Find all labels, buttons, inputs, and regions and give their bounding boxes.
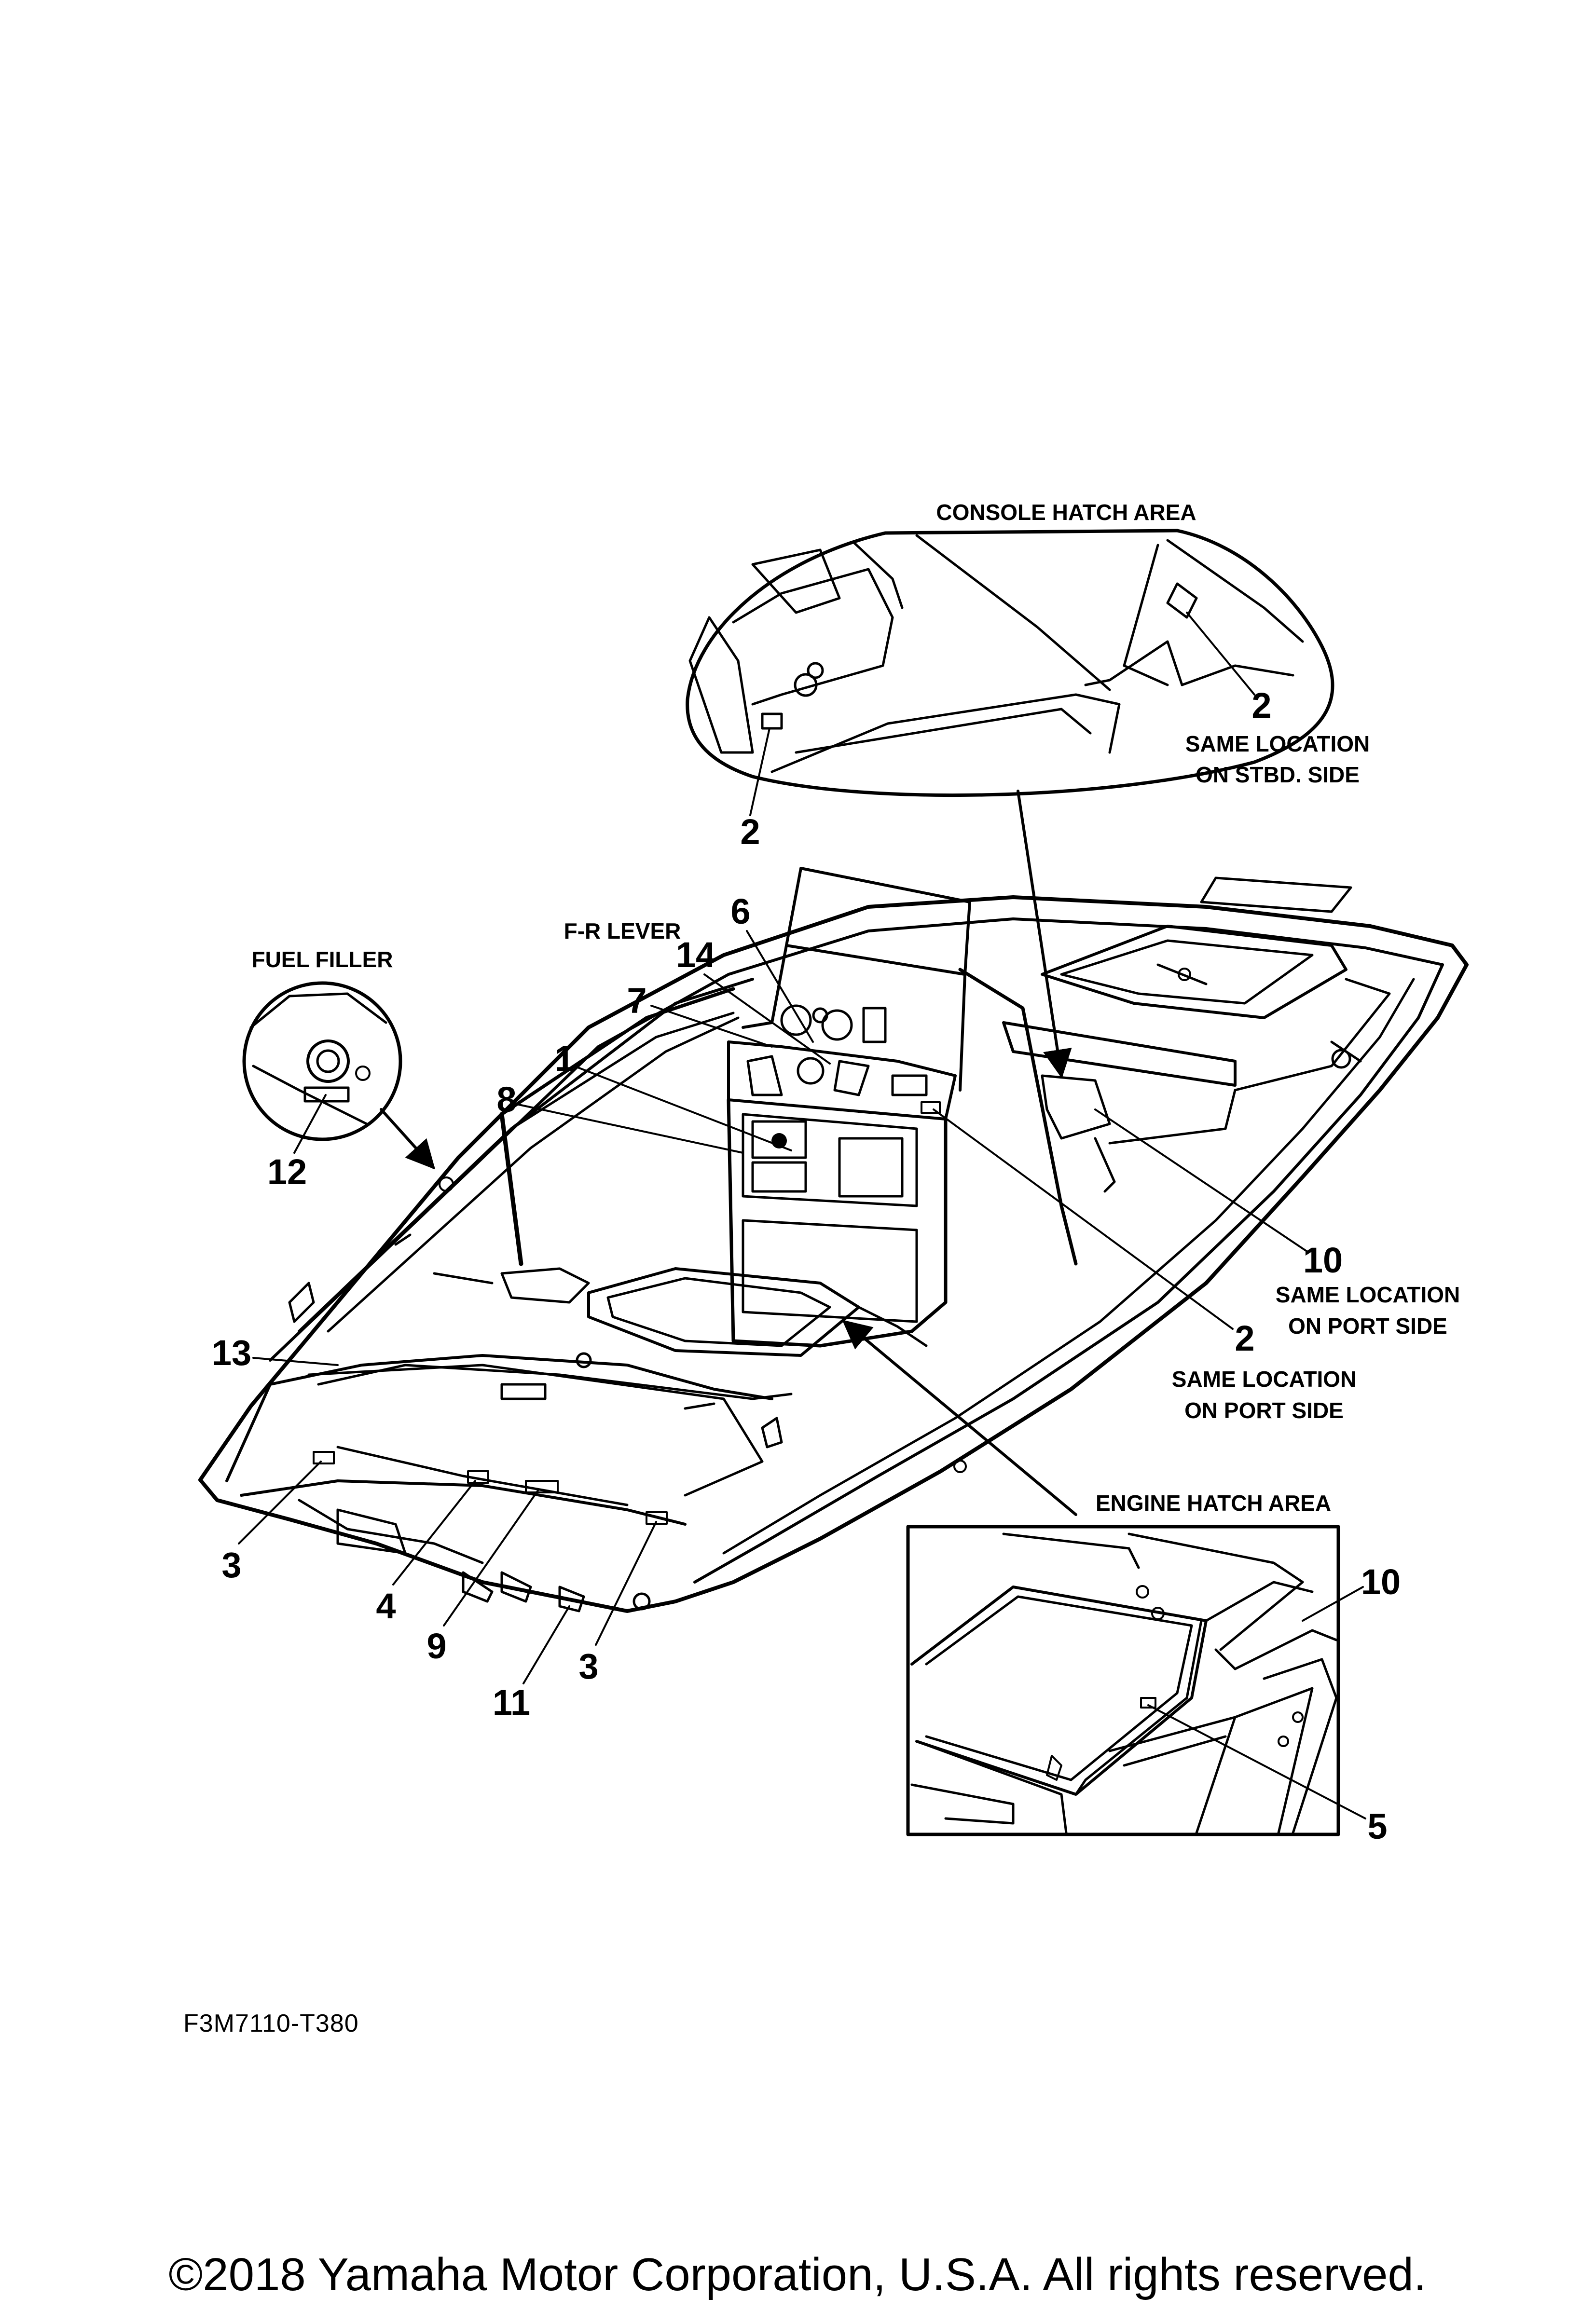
callout-2-console-right: 2 [1251, 685, 1271, 725]
copyright-notice: ©2018 Yamaha Motor Corporation, U.S.A. A… [168, 2249, 1426, 2300]
drawing-code: F3M7110-T380 [183, 2010, 359, 2037]
callout-14: 14 [676, 935, 715, 975]
callout-3-left: 3 [221, 1545, 241, 1585]
same-location-port-b1: SAME LOCATION [1172, 1367, 1356, 1392]
callout-12: 12 [267, 1152, 307, 1192]
callout-2-console-left: 2 [740, 812, 760, 852]
callout-11: 11 [493, 1682, 530, 1722]
same-location-stbd-2: ON STBD. SIDE [1196, 762, 1360, 787]
boat-illustration [198, 867, 1469, 1613]
console-hatch-detail [688, 534, 1304, 773]
callout-7: 7 [627, 981, 646, 1021]
same-location-stbd-1: SAME LOCATION [1185, 731, 1370, 756]
callout-5: 5 [1367, 1806, 1387, 1846]
engine-hatch-detail [910, 1532, 1338, 1834]
callout-10-main: 10 [1303, 1240, 1343, 1280]
callout-8: 8 [496, 1080, 516, 1120]
same-location-port-a2: ON PORT SIDE [1288, 1313, 1447, 1339]
fuel-filler-inset: FUEL FILLER 12 [242, 947, 402, 1192]
engine-hatch-leader-line [842, 1320, 1077, 1516]
engine-hatch-inset: ENGINE HATCH AREA 10 5 [906, 1490, 1401, 1846]
callout-1: 1 [554, 1039, 574, 1079]
callout-4: 4 [376, 1586, 396, 1626]
console-leader-line [1017, 790, 1072, 1079]
callout-10-engine: 10 [1361, 1562, 1401, 1602]
fuel-filler-title: FUEL FILLER [251, 947, 393, 972]
same-location-port-a1: SAME LOCATION [1276, 1282, 1460, 1307]
engine-hatch-title: ENGINE HATCH AREA [1096, 1490, 1331, 1516]
same-location-port-b2: ON PORT SIDE [1184, 1398, 1344, 1423]
callout-13: 13 [212, 1333, 251, 1373]
callout-6: 6 [730, 891, 750, 931]
console-hatch-title: CONSOLE HATCH AREA [936, 500, 1196, 525]
console-hatch-inset: CONSOLE HATCH AREA 2 SAME LOCATION ON ST… [686, 500, 1370, 852]
callout-2-main: 2 [1235, 1318, 1254, 1358]
callout-3-right: 3 [578, 1646, 598, 1686]
callout-9: 9 [426, 1626, 446, 1666]
fr-lever-label: F-R LEVER [564, 918, 681, 943]
fuel-filler-leader-line [380, 1108, 436, 1170]
